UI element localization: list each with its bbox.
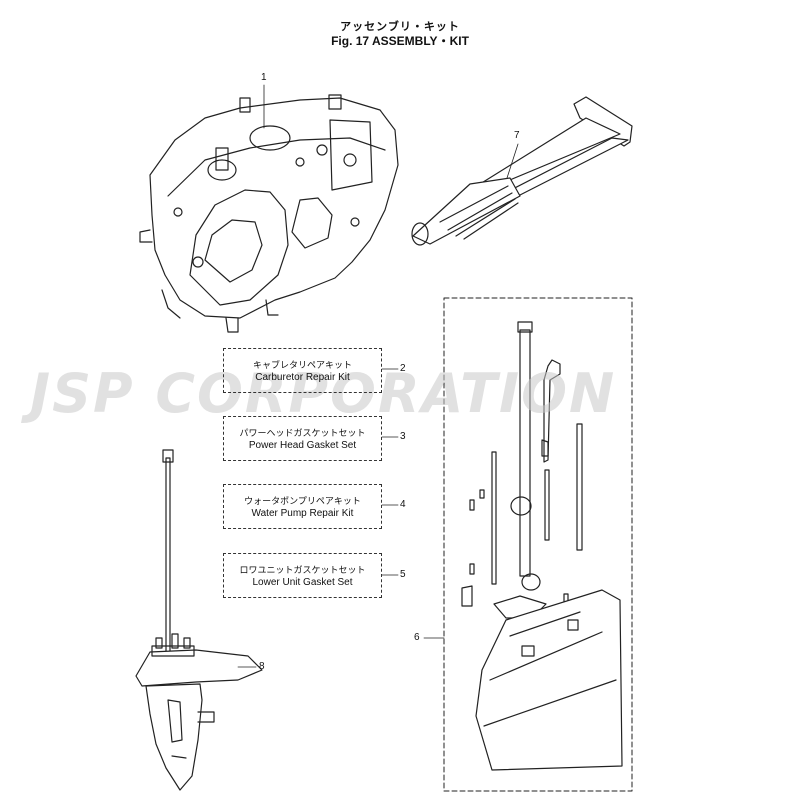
part-7-tiller-handle <box>411 96 633 246</box>
leader-line-7 <box>506 143 519 179</box>
kit-label-japanese: パワーヘッドガスケットセット <box>239 429 366 439</box>
kit-box-power-head-gasket-set: パワーヘッドガスケットセット Power Head Gasket Set <box>223 416 382 461</box>
part-8-lower-unit <box>135 449 263 791</box>
figure-title: Fig. 17 ASSEMBLY・KIT <box>331 34 469 48</box>
kit-box-water-pump-repair-kit: ウォータポンプリペアキット Water Pump Repair Kit <box>223 484 382 529</box>
callout-3: 3 <box>400 431 406 442</box>
kit-label-japanese: ロワユニットガスケットセット <box>239 566 366 576</box>
part-6-lower-unit-kit-parts <box>461 321 623 771</box>
callout-5: 5 <box>400 569 406 580</box>
part-1-power-head <box>139 94 399 333</box>
callout-8: 8 <box>259 661 265 672</box>
kit-label-japanese: ウォータポンプリペアキット <box>244 497 361 507</box>
kit-box-carburetor-repair-kit: キャブレタリペアキット Carburetor Repair Kit <box>223 348 382 393</box>
kit-label-japanese: キャブレタリペアキット <box>252 361 352 371</box>
kit-label: Carburetor Repair Kit <box>255 372 350 383</box>
figure-title-japanese: アッセンブリ・キット <box>340 20 460 33</box>
kit-label: Power Head Gasket Set <box>248 440 357 451</box>
kit-label: Water Pump Repair Kit <box>251 508 354 519</box>
leader-lines <box>237 84 519 668</box>
callout-7: 7 <box>514 130 520 141</box>
part-6-kit-box <box>443 297 633 792</box>
callout-6: 6 <box>414 632 420 643</box>
callout-2: 2 <box>400 363 406 374</box>
kit-box-lower-unit-gasket-set: ロワユニットガスケットセット Lower Unit Gasket Set <box>223 553 382 598</box>
callout-1: 1 <box>261 72 267 83</box>
callout-4: 4 <box>400 499 406 510</box>
kit-label: Lower Unit Gasket Set <box>252 577 353 588</box>
